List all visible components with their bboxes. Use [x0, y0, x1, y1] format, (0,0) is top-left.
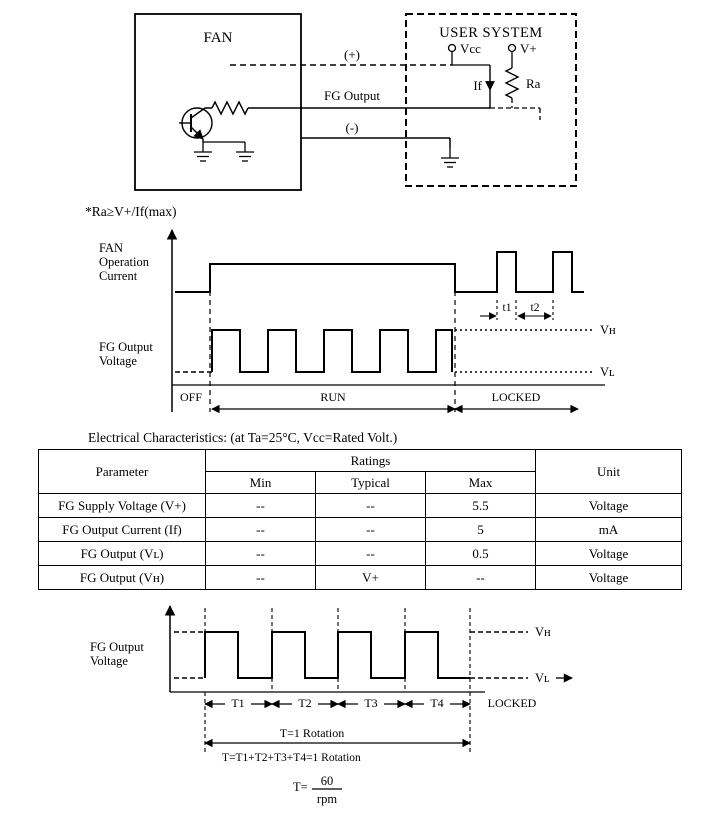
ground-icon: [235, 141, 255, 162]
table-cell: FG Output (Vʜ): [38, 565, 206, 590]
rotation-timing-diagram: FG Output Voltage Vʜ Vʟ: [90, 604, 573, 806]
table-row: FG Output (Vʟ) -- -- 0.5 Voltage: [38, 541, 682, 566]
ground-icon: [440, 147, 460, 168]
minus-wire: [301, 137, 451, 148]
table-cell: FG Supply Voltage (V+): [38, 493, 206, 518]
run-locked-timing-diagram: FAN Operation Current FG Output Voltage …: [99, 228, 616, 414]
table-cell: --: [315, 493, 426, 518]
plus-label: (+): [344, 47, 360, 62]
table-cell: --: [205, 565, 316, 590]
table-cell: --: [205, 493, 316, 518]
max-header-cell: Max: [425, 471, 536, 494]
formula-denominator: rpm: [317, 792, 337, 806]
if-label: If: [473, 78, 482, 93]
user-system-box: [405, 13, 577, 187]
vl-label: Vʟ: [600, 365, 614, 379]
t2-label: T2: [298, 696, 311, 710]
table-cell: --: [205, 517, 316, 542]
t4-label: T4: [430, 696, 443, 710]
fg-circuit-diagram: FAN USER SYSTEM (+) FG Output: [85, 13, 577, 219]
fg-voltage-axis-label: FG Output Voltage: [90, 640, 144, 668]
rotation-sum-label: T=T1+T2+T3+T4=1 Rotation: [222, 752, 361, 764]
svg-text:FG Output: FG Output: [99, 340, 153, 354]
table-title: Electrical Characteristics: (at Ta=25°C,…: [88, 430, 398, 445]
table-row: FG Supply Voltage (V+) -- -- 5.5 Voltage: [38, 493, 682, 518]
table-cell: --: [315, 541, 426, 566]
unit-header-cell: Unit: [535, 449, 682, 494]
table-row: FG Output (Vʜ) -- V+ -- Voltage: [38, 565, 682, 590]
minus-label: (-): [346, 120, 359, 135]
period-labels: T1 T2 T3 T4 LOCKED: [225, 696, 537, 710]
fan-current-axis-label: FAN Operation Current: [99, 241, 150, 283]
rpm-formula: T= 60 rpm: [293, 774, 342, 806]
table-cell: --: [205, 541, 316, 566]
fg-voltage-axis-label: FG Output Voltage: [99, 340, 153, 368]
table-cell: mA: [535, 517, 682, 542]
parameter-header-cell: Parameter: [38, 449, 206, 494]
formula-numerator: 60: [321, 774, 334, 788]
vcc-label: Vcc: [460, 41, 481, 56]
ratings-header-cell: Ratings: [205, 449, 536, 472]
ra-label: Ra: [526, 76, 541, 91]
table-subheader-row: Min Typical Max: [39, 471, 682, 494]
table-cell: 5: [425, 517, 536, 542]
transistor-icon: [179, 107, 213, 142]
table-cell: 5.5: [425, 493, 536, 518]
svg-text:Operation: Operation: [99, 255, 150, 269]
t1-t2-markers: [480, 300, 554, 320]
electrical-characteristics-table: Parameter Ratings Unit Min Typical Max F…: [38, 449, 682, 590]
table-row: FG Output Current (If) -- -- 5 mA: [38, 517, 682, 542]
t1-label: t1: [503, 302, 512, 314]
table-cell: --: [425, 565, 536, 590]
table-cell: FG Output (Vʟ): [38, 541, 206, 566]
vh-label: Vʜ: [535, 625, 551, 639]
table-cell: V+: [315, 565, 426, 590]
svg-text:FG Output: FG Output: [90, 640, 144, 654]
table-cell: Voltage: [535, 493, 682, 518]
table-cell: 0.5: [425, 541, 536, 566]
table-cell: --: [315, 517, 426, 542]
svg-text:Voltage: Voltage: [99, 354, 137, 368]
ra-note: *Ra≥V+/If(max): [85, 204, 177, 219]
external-dashed-wires: [490, 98, 541, 120]
table-header-row: Parameter Ratings Unit: [38, 449, 682, 494]
table-cell: Voltage: [535, 565, 682, 590]
svg-text:Current: Current: [99, 269, 138, 283]
ground-icon: [193, 141, 213, 162]
fan-box-title: FAN: [204, 30, 233, 46]
svg-text:FAN: FAN: [99, 241, 123, 255]
rotation-label: T=1 Rotation: [280, 726, 344, 740]
t1-label: T1: [231, 696, 244, 710]
off-region-label: OFF: [180, 390, 202, 404]
ra-resistor-icon: [504, 67, 520, 99]
vh-label: Vʜ: [600, 323, 616, 337]
typical-header-cell: Typical: [315, 471, 426, 494]
table-cell: Voltage: [535, 541, 682, 566]
locked-label: LOCKED: [488, 696, 537, 710]
t2-label: t2: [531, 302, 540, 314]
vl-label: Vʟ: [535, 671, 549, 685]
svg-text:Voltage: Voltage: [90, 654, 128, 668]
fan-current-waveform: [175, 251, 584, 293]
vcc-terminal: [447, 43, 490, 66]
user-system-title: USER SYSTEM: [439, 25, 542, 41]
fan-ground-icons: [193, 141, 255, 162]
min-header-cell: Min: [205, 471, 316, 494]
fg-output-label: FG Output: [324, 88, 380, 103]
table-cell: FG Output Current (If): [38, 517, 206, 542]
vplus-terminal: [507, 43, 517, 68]
formula-lhs: T=: [293, 780, 308, 794]
fan-box: [134, 13, 302, 191]
internal-resistor-icon: [211, 100, 249, 116]
run-region-label: RUN: [320, 390, 346, 404]
vplus-label: V+: [520, 41, 537, 56]
fg-output-waveform: [211, 329, 453, 373]
locked-region-label: LOCKED: [492, 390, 541, 404]
t3-label: T3: [364, 696, 377, 710]
